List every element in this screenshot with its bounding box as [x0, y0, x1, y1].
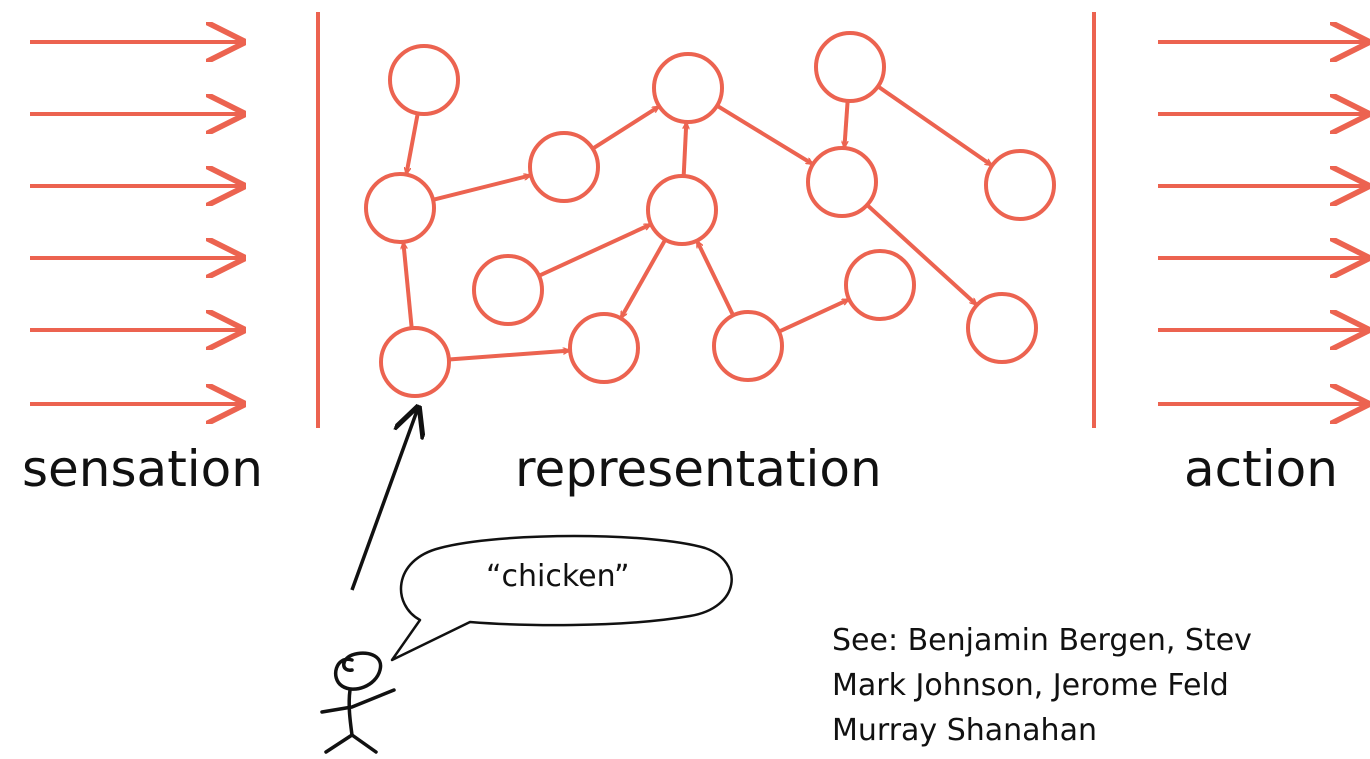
section-label-action: action	[1184, 440, 1338, 498]
sensation-arrows	[30, 42, 242, 404]
graph-edges	[403, 84, 991, 362]
stick-figure-icon	[320, 651, 396, 754]
graph-nodes	[364, 31, 1056, 398]
graph-edge	[538, 222, 650, 278]
graph-node	[966, 292, 1038, 364]
graph-edge	[591, 105, 659, 151]
graph-edge	[876, 84, 991, 167]
graph-node	[806, 146, 878, 218]
graph-edge	[715, 104, 812, 166]
graph-edge	[432, 175, 530, 202]
graph-edge	[619, 238, 668, 318]
citation-line-3: Murray Shanahan	[832, 713, 1097, 748]
speaker-arrow	[350, 408, 418, 591]
graph-node	[528, 131, 600, 203]
graph-edge	[406, 113, 420, 173]
speech-bubble-icon	[390, 534, 733, 662]
graph-edge	[448, 351, 569, 362]
graph-node	[814, 31, 886, 103]
citation-line-2: Mark Johnson, Jerome Feld	[832, 668, 1229, 703]
graph-node	[388, 44, 460, 116]
graph-node	[364, 172, 436, 244]
graph-node	[712, 310, 784, 382]
action-arrows	[1158, 42, 1366, 404]
graph-node	[844, 249, 916, 321]
graph-node	[984, 149, 1056, 221]
graph-node	[652, 52, 724, 124]
graph-edge	[695, 241, 735, 317]
graph-node	[646, 174, 718, 246]
graph-node	[472, 254, 544, 326]
graph-node	[568, 312, 640, 384]
graph-edge	[865, 203, 976, 304]
speech-text: “chicken”	[486, 559, 630, 594]
citation-line-1: See: Benjamin Bergen, Stev	[832, 623, 1252, 658]
graph-edge	[681, 123, 687, 177]
graph-edge	[844, 100, 850, 147]
section-label-sensation: sensation	[22, 440, 263, 498]
graph-edge	[778, 297, 848, 334]
graph-edge	[403, 243, 414, 329]
graph-node	[379, 326, 451, 398]
section-label-representation: representation	[515, 440, 882, 498]
